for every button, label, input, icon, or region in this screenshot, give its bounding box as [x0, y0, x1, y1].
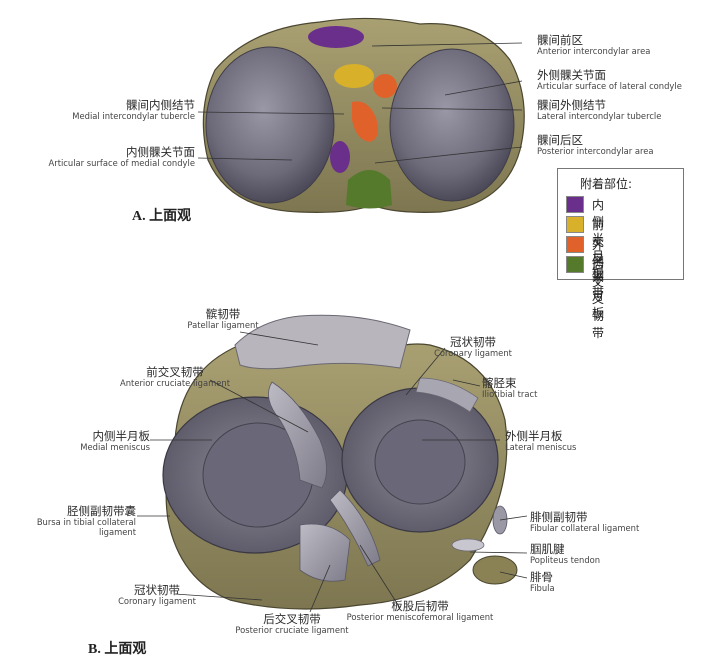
attachment-legend: 附着部位: 内侧半月板 前交叉韧带 外侧半月板 后交叉韧带 — [557, 168, 684, 340]
label-en: Iliotibial tract — [482, 389, 538, 400]
label-zh: 髁间内侧结节 — [126, 98, 195, 112]
label-zh: 髌韧带 — [205, 307, 241, 321]
label-lateral-intercondylar-tubercle: 髁间外侧结节 Lateral intercondylar tubercle — [537, 98, 662, 122]
label-en: Posterior meniscofemoral ligament — [346, 612, 494, 623]
label-en: Popliteus tendon — [530, 555, 601, 566]
label-en: Medial meniscus — [80, 442, 150, 453]
legend-swatch — [566, 216, 584, 233]
view-b-knee — [162, 314, 518, 610]
label-popliteus-tendon: 腘肌腱 Popliteus tendon — [530, 542, 601, 566]
label-posterior-cruciate-ligament: 后交叉韧带 Posterior cruciate ligament — [222, 612, 362, 636]
label-en: Lateral meniscus — [505, 442, 577, 453]
label-coronary-ligament-top: 冠状韧带 Coronary ligament — [418, 335, 528, 359]
label-en: Fibula — [530, 583, 555, 594]
attach-pcl — [346, 170, 392, 209]
label-zh: 腓侧副韧带 — [530, 510, 588, 524]
label-coronary-ligament-bottom: 冠状韧带 Coronary ligament — [102, 583, 212, 607]
label-zh: 冠状韧带 — [134, 583, 180, 597]
lateral-condyle-surface — [389, 48, 515, 202]
lateral-condyle-uncovered — [374, 419, 466, 505]
view-a-plateau — [202, 17, 525, 213]
label-anterior-cruciate-ligament: 前交叉韧带 Anterior cruciate ligament — [100, 365, 250, 389]
label-en: Bursa in tibial collateral — [36, 517, 136, 528]
legend-label: 前交叉韧带 — [592, 218, 605, 300]
label-posterior-meniscofemoral-ligament: 板股后韧带 Posterior meniscofemoral ligament — [330, 599, 510, 623]
label-zh: 腘肌腱 — [530, 542, 565, 556]
label-zh: 前交叉韧带 — [146, 365, 204, 379]
legend-swatch — [566, 256, 584, 273]
label-zh: 外侧髁关节面 — [537, 68, 606, 82]
label-zh: 胫侧副韧带囊 — [67, 504, 136, 518]
legend-title: 附着部位: — [580, 177, 633, 191]
legend-label: 内侧半月板 — [592, 198, 605, 280]
legend-swatch — [566, 236, 584, 253]
patellar-ligament-shape — [234, 314, 411, 370]
pcl-shape — [299, 523, 351, 582]
iliotibial-tract-shape — [415, 377, 479, 413]
label-zh: 内侧半月板 — [92, 429, 151, 443]
label-en: Coronary ligament — [434, 348, 512, 359]
label-fibular-collateral-ligament: 腓侧副韧带 Fibular collateral ligament — [530, 510, 640, 534]
legend-label: 后交叉韧带 — [592, 258, 605, 340]
label-zh: 内侧髁关节面 — [126, 145, 195, 159]
label-en-line2: ligament — [98, 526, 136, 537]
attach-medial-meniscus-anterior — [308, 26, 364, 48]
label-iliotibial-tract: 髂胫束 Iliotibial tract — [482, 376, 538, 400]
label-lateral-meniscus: 外侧半月板 Lateral meniscus — [505, 429, 577, 453]
label-zh: 板股后韧带 — [391, 599, 449, 613]
medial-condyle-surface — [205, 46, 335, 204]
label-en: Coronary ligament — [118, 596, 196, 607]
label-en: Articular surface of medial condyle — [48, 158, 195, 169]
label-en: Medial intercondylar tubercle — [72, 111, 195, 122]
label-en: Anterior intercondylar area — [537, 46, 651, 57]
label-en: Anterior cruciate ligament — [120, 378, 230, 389]
legend-swatch — [566, 196, 584, 213]
label-bursa-tibial-collateral: 胫侧副韧带囊 Bursa in tibial collateral ligame… — [36, 504, 136, 538]
acl-shape — [268, 381, 327, 489]
label-medial-intercondylar-tubercle: 髁间内侧结节 Medial intercondylar tubercle — [72, 98, 195, 122]
legend-label: 外侧半月板 — [592, 238, 605, 320]
leader-lines — [137, 42, 528, 613]
label-en: Fibular collateral ligament — [530, 523, 640, 534]
attach-lateral-meniscus-posterior — [352, 101, 378, 142]
label-zh: 髁间后区 — [537, 133, 583, 147]
label-lateral-articular-surface: 外侧髁关节面 Articular surface of lateral cond… — [537, 68, 682, 92]
attach-acl — [334, 64, 374, 88]
label-zh: 后交叉韧带 — [263, 612, 321, 626]
label-patellar-ligament: 髌韧带 Patellar ligament — [168, 307, 278, 331]
label-en: Patellar ligament — [187, 320, 259, 331]
view-a-title: A. 上面观 — [132, 209, 192, 224]
meniscofemoral-ligament-shape — [329, 489, 381, 567]
label-zh: 髁间外侧结节 — [537, 98, 606, 112]
label-en: Posterior intercondylar area — [537, 146, 654, 157]
label-anterior-intercondylar-area: 髁间前区 Anterior intercondylar area — [537, 33, 651, 57]
label-zh: 冠状韧带 — [450, 335, 496, 349]
fibula-head-shape — [472, 555, 518, 585]
label-zh: 外侧半月板 — [505, 429, 563, 443]
view-b-title: B. 上面观 — [88, 642, 147, 657]
attach-medial-meniscus-posterior — [330, 141, 350, 173]
label-zh: 腓骨 — [530, 570, 553, 584]
label-medial-meniscus: 内侧半月板 Medial meniscus — [80, 429, 151, 453]
label-zh: 髁间前区 — [537, 33, 583, 47]
label-medial-articular-surface: 内侧髁关节面 Articular surface of medial condy… — [48, 145, 195, 169]
attach-lateral-meniscus-anterior — [373, 74, 397, 98]
label-en: Articular surface of lateral condyle — [537, 81, 682, 92]
label-zh: 髂胫束 — [482, 376, 517, 390]
label-en: Lateral intercondylar tubercle — [537, 111, 662, 122]
label-posterior-intercondylar-area: 髁间后区 Posterior intercondylar area — [537, 133, 654, 157]
label-fibula: 腓骨 Fibula — [530, 570, 555, 594]
label-en: Posterior cruciate ligament — [235, 625, 349, 636]
popliteus-tendon-shape — [451, 538, 485, 552]
